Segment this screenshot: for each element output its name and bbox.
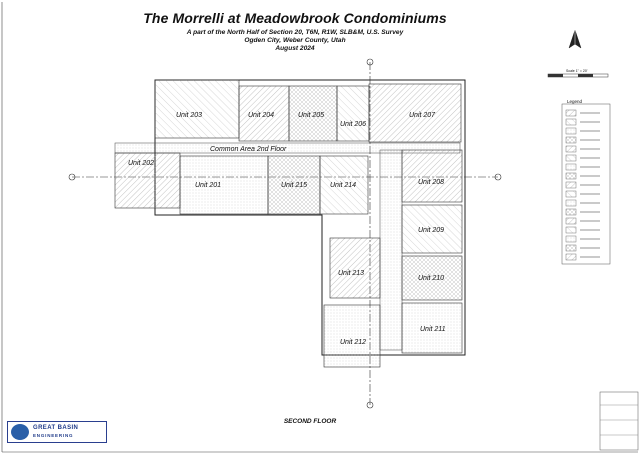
unit-209-label: Unit 209	[418, 227, 444, 234]
unit-206-area	[336, 85, 370, 142]
unit-203-label: Unit 203	[176, 112, 202, 119]
unit-213-label: Unit 213	[338, 270, 364, 277]
common-area-corridor	[114, 142, 461, 154]
unit-201-area	[179, 155, 269, 215]
unit-202-label: Unit 202	[128, 160, 154, 167]
unit-214-area	[319, 155, 369, 215]
legend-swatch	[565, 217, 577, 225]
legend-swatch	[565, 136, 577, 144]
title-block	[599, 391, 639, 451]
unit-211-area	[401, 302, 463, 354]
legend-swatch	[565, 127, 577, 135]
common-area-label: Common Area 2nd Floor	[210, 146, 287, 153]
floor-label: SECOND FLOOR	[283, 418, 337, 425]
unit-209-area	[401, 204, 463, 254]
plat-title: The Morrelli at Meadowbrook Condominiums	[143, 10, 447, 26]
unit-207-area	[368, 83, 462, 143]
legend-swatch	[565, 199, 577, 207]
unit-210-area	[401, 255, 463, 301]
logo-line-2: ENGINEERING	[33, 433, 74, 438]
unit-210-label: Unit 210	[418, 275, 444, 282]
legend-swatch	[565, 109, 577, 117]
legend-swatch	[565, 208, 577, 216]
unit-204-label: Unit 204	[248, 112, 274, 119]
unit-205-label: Unit 205	[298, 112, 324, 119]
unit-214-label: Unit 214	[330, 182, 356, 189]
legend-swatch	[565, 226, 577, 234]
unit-202-area	[114, 152, 181, 209]
legend-swatch	[565, 235, 577, 243]
unit-212-area	[323, 304, 381, 368]
legend-swatch	[565, 163, 577, 171]
legend-swatch	[565, 253, 577, 261]
north-arrow-icon	[568, 29, 582, 49]
unit-213-area	[329, 237, 381, 299]
unit-205-area	[288, 85, 338, 142]
subtitle-line-1: A part of the North Half of Section 20, …	[186, 29, 404, 36]
legend-swatch	[565, 154, 577, 162]
legend-swatch	[565, 145, 577, 153]
legend-swatch	[565, 172, 577, 180]
subtitle-line-2: Ogden City, Weber County, Utah	[244, 37, 346, 44]
unit-201-label: Unit 201	[195, 182, 221, 189]
unit-208-label: Unit 208	[418, 179, 444, 186]
legend-swatch	[565, 118, 577, 126]
unit-204-area	[238, 85, 290, 142]
legend-title: Legend	[567, 99, 583, 104]
legend-box	[561, 103, 611, 265]
unit-215-area	[267, 155, 321, 215]
unit-203-area	[154, 79, 240, 139]
unit-207-label: Unit 207	[409, 112, 436, 119]
logo-mark-icon	[11, 424, 29, 440]
unit-215-label: Unit 215	[281, 182, 307, 189]
legend-swatch	[565, 244, 577, 252]
scale-bar	[547, 73, 609, 78]
legend-swatch	[565, 181, 577, 189]
scale-text: Scale 1" = 20'	[566, 69, 588, 73]
engineering-logo: GREAT BASIN ENGINEERING	[7, 421, 107, 443]
unit-206-label: Unit 206	[340, 121, 366, 128]
subtitle-line-3: August 2024	[275, 45, 315, 52]
unit-212-label: Unit 212	[340, 339, 366, 346]
legend-swatch	[565, 190, 577, 198]
logo-line-1: GREAT BASIN	[33, 425, 79, 431]
common-area-hall	[379, 149, 403, 351]
unit-211-label: Unit 211	[420, 326, 446, 333]
unit-208-area	[401, 149, 463, 203]
